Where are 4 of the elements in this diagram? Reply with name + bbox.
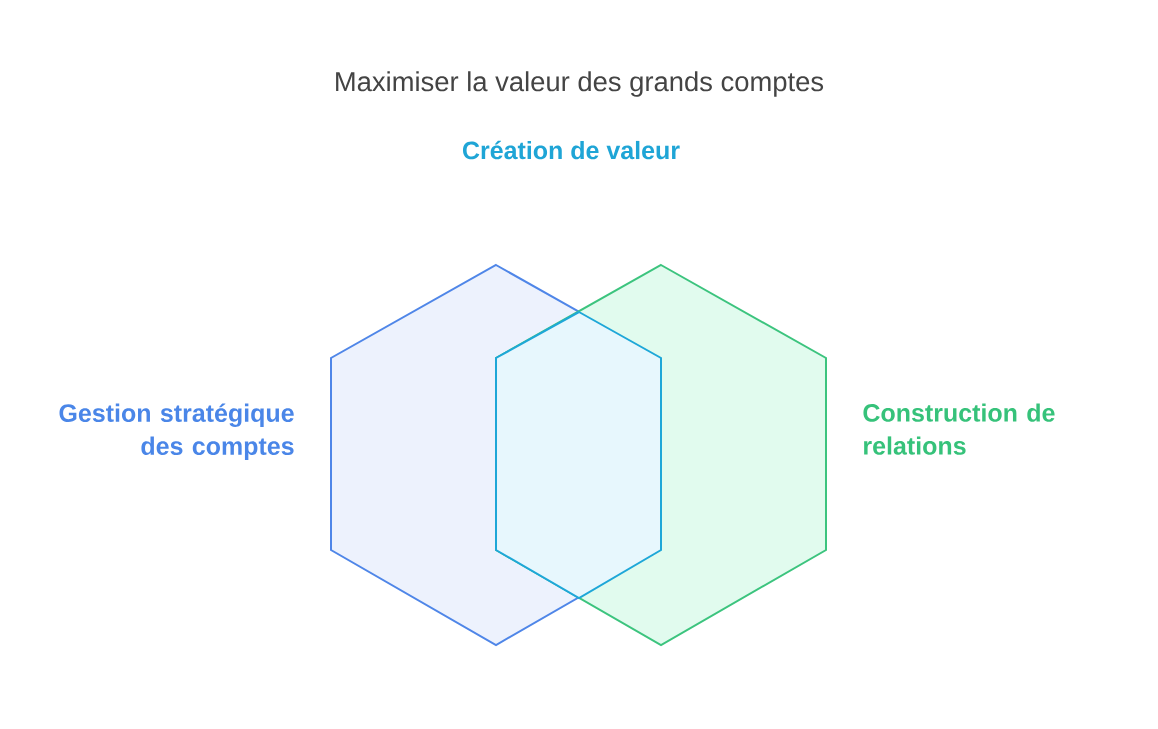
venn-label: Gestion stratégique des comptes: [59, 403, 294, 460]
venn-label: Construction de relations: [863, 403, 1055, 455]
venn-heading: Création de valeur: [463, 140, 680, 160]
title: Maximiser la valeur des grands comptes: [336, 71, 824, 97]
